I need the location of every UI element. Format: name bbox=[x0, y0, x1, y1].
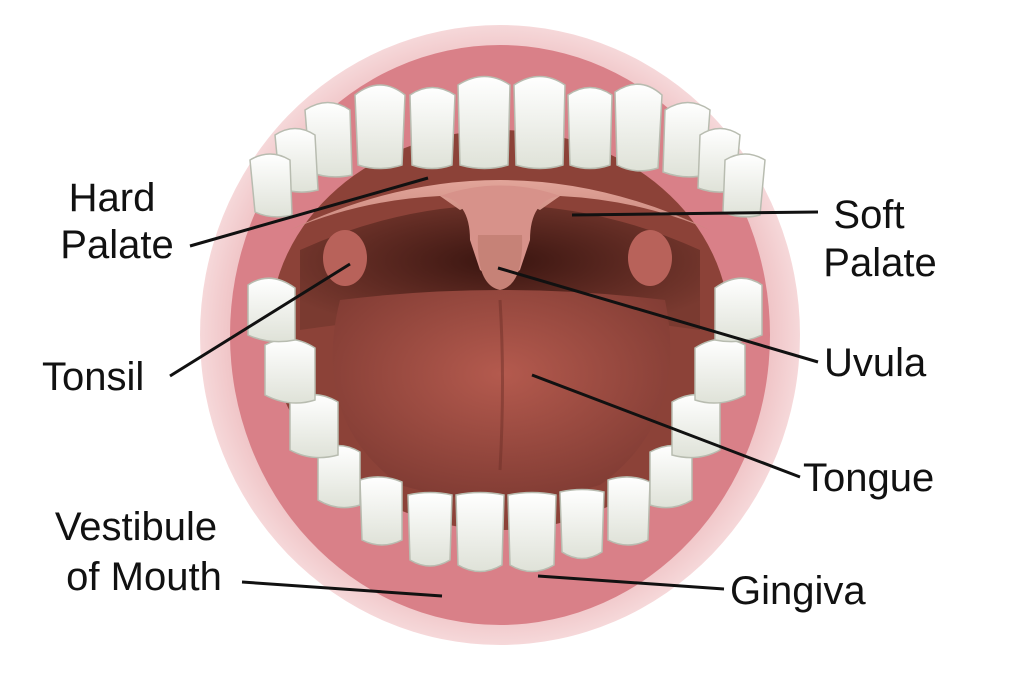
soft-palate-label-line1: Soft bbox=[833, 193, 904, 237]
labels: Hard Palate Soft Palate Tonsil Uvula Ton… bbox=[42, 176, 937, 613]
hard-palate-label-line2: Palate bbox=[60, 223, 173, 267]
vestibule-label-line1: Vestibule bbox=[55, 505, 217, 549]
vestibule-label-line2: of Mouth bbox=[66, 555, 222, 599]
soft-palate-leader bbox=[571, 210, 819, 217]
tongue-shape bbox=[332, 290, 671, 500]
tonsil-leader bbox=[169, 262, 351, 378]
leader-lines bbox=[169, 176, 819, 598]
gingiva-label: Gingiva bbox=[730, 569, 866, 613]
tonsil-shapes bbox=[323, 230, 672, 286]
tonsil-label: Tonsil bbox=[42, 355, 144, 399]
hard-palate-leader bbox=[189, 176, 429, 248]
palate bbox=[290, 180, 710, 278]
uvula-shape bbox=[477, 235, 523, 290]
uvula-label: Uvula bbox=[824, 341, 927, 385]
gingiva-leader bbox=[537, 574, 725, 591]
upper-teeth bbox=[249, 75, 766, 218]
tongue-label: Tongue bbox=[803, 456, 934, 500]
vestibule-leader bbox=[241, 580, 443, 598]
uvula-leader bbox=[497, 266, 819, 364]
lower-teeth bbox=[247, 277, 763, 573]
tongue-leader bbox=[531, 373, 801, 479]
hard-palate-label-line1: Hard bbox=[69, 176, 156, 220]
soft-palate-label-line2: Palate bbox=[823, 241, 936, 285]
